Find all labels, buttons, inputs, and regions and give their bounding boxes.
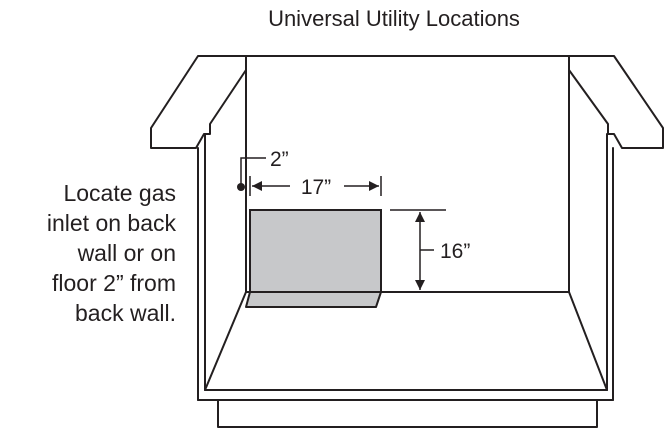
gas-inlet-marker (237, 183, 245, 191)
note-line: wall or on (77, 240, 176, 266)
width-label: 17” (301, 176, 331, 199)
utility-zone (245, 209, 382, 308)
diagram-title: Universal Utility Locations (268, 6, 520, 31)
right-countertop (568, 55, 664, 149)
left-countertop (150, 55, 247, 149)
note-line: back wall. (75, 300, 176, 326)
note-line: inlet on back (46, 210, 176, 236)
utility-zone-wall (249, 209, 382, 293)
offset-dimension (240, 157, 266, 186)
gas-inlet-note: Locate gas inlet on back wall or on floo… (47, 178, 176, 328)
note-line: Locate gas (63, 180, 176, 206)
floor-edge-left (204, 291, 247, 391)
floor-edge-right (568, 291, 608, 391)
height-label: 16” (440, 240, 470, 263)
cabinet-base (217, 399, 598, 428)
utility-zone-floor (245, 291, 382, 308)
note-line: floor 2” from (52, 270, 176, 296)
offset-label: 2” (270, 148, 289, 171)
width-dimension (249, 176, 382, 196)
height-dimension (390, 209, 446, 293)
